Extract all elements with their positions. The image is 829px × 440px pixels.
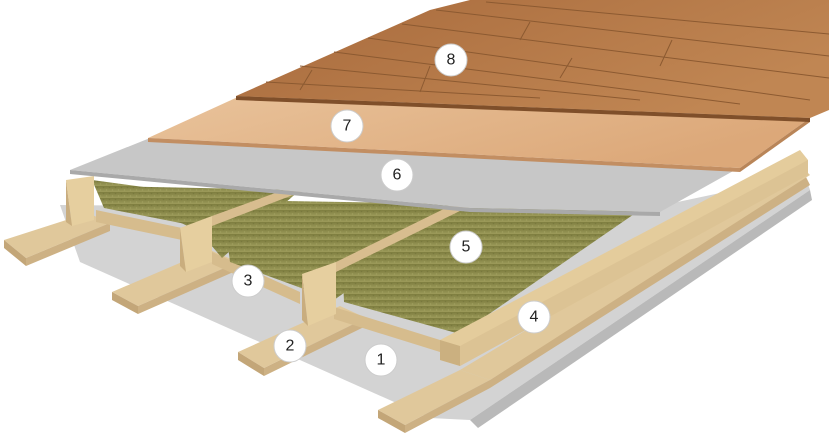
callout-3: 3: [231, 264, 265, 298]
callout-5: 5: [449, 230, 483, 264]
callout-4: 4: [517, 300, 551, 334]
callout-number: 4: [530, 309, 539, 326]
joist: [66, 176, 94, 226]
joists: [66, 176, 470, 326]
callout-number: 7: [343, 118, 352, 135]
callout-number: 2: [286, 338, 295, 355]
callout-2: 2: [273, 329, 307, 363]
callout-number: 8: [447, 52, 456, 69]
callout-number: 6: [393, 167, 402, 184]
insulation-infill: [92, 180, 640, 334]
callout-1: 1: [364, 343, 398, 377]
joist: [180, 184, 306, 272]
callout-7: 7: [330, 109, 364, 143]
callout-number: 3: [244, 273, 253, 290]
callout-number: 5: [462, 239, 471, 256]
callout-number: 1: [377, 352, 386, 369]
floor-beam: [4, 213, 110, 266]
callout-8: 8: [434, 43, 468, 77]
joist: [302, 200, 470, 326]
wood-plank-floor: [236, 0, 829, 122]
callout-6: 6: [380, 158, 414, 192]
